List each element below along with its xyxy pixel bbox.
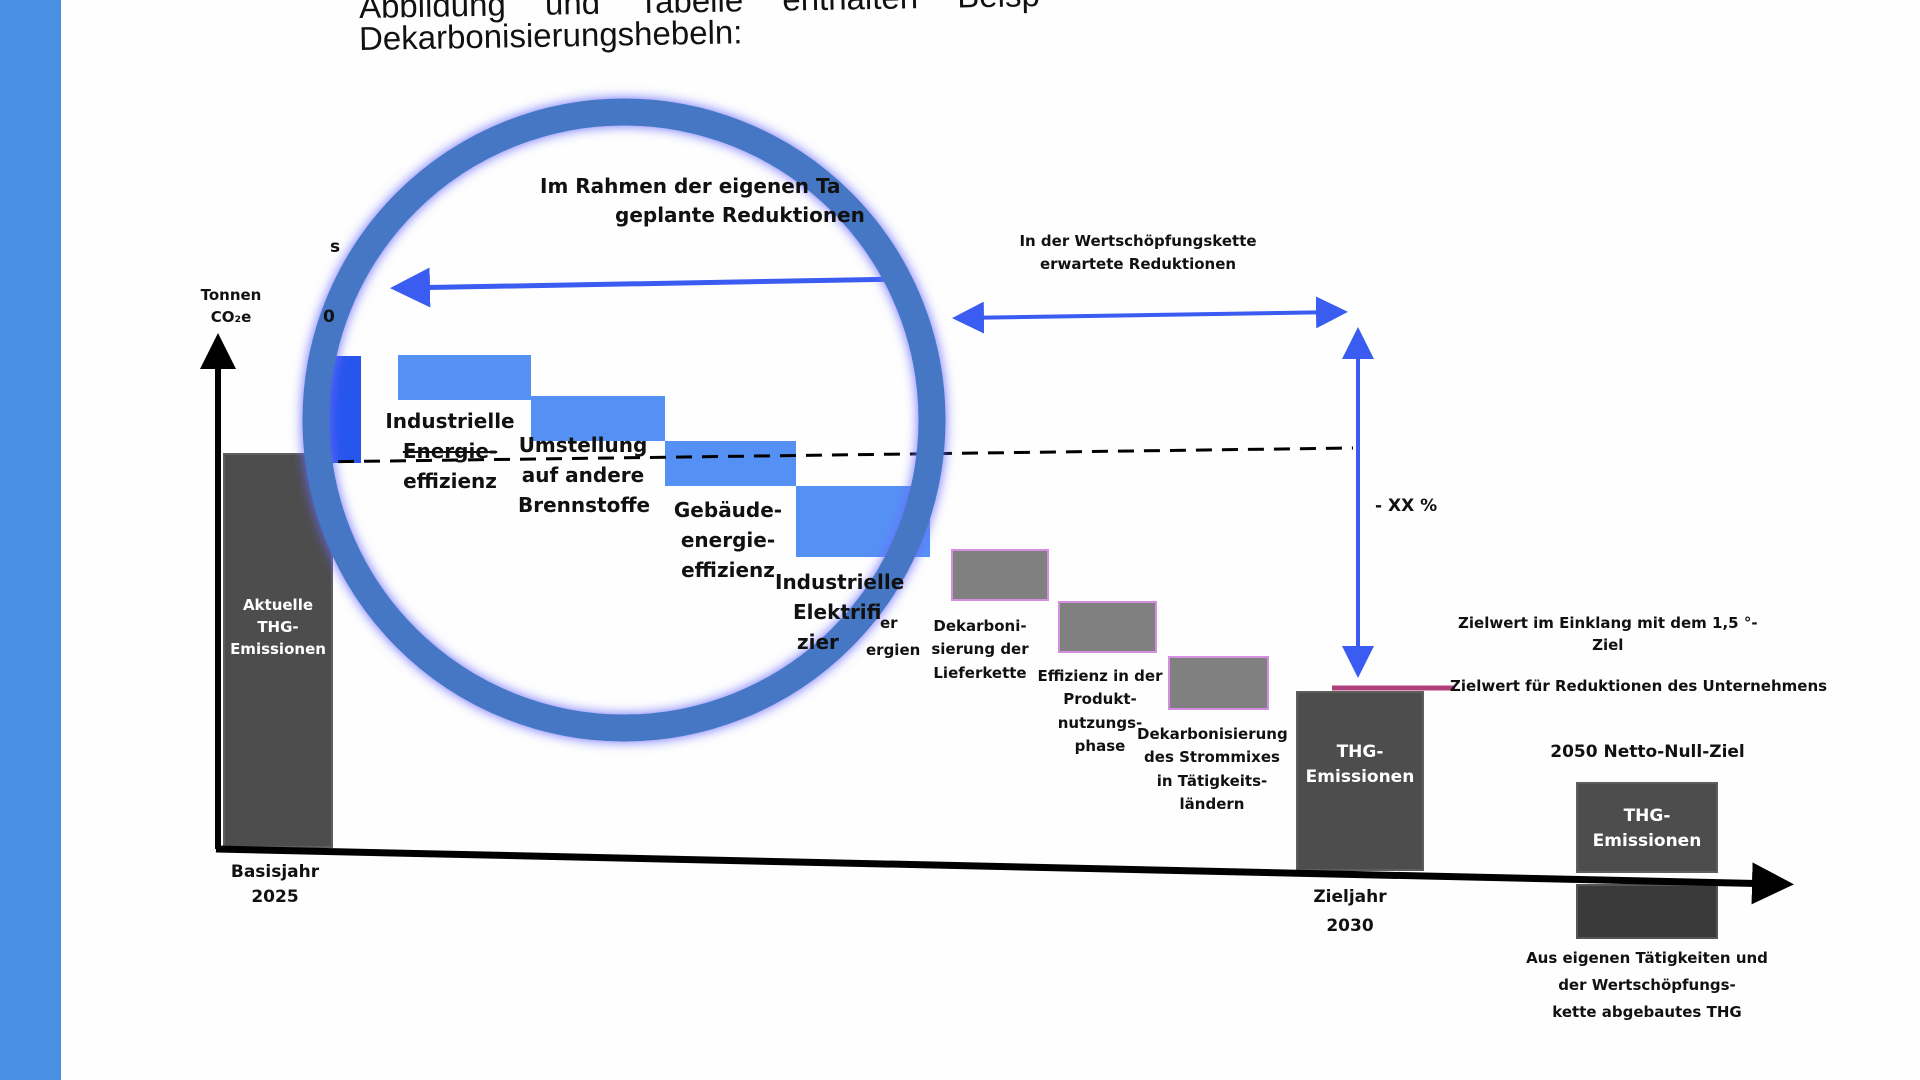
left-window-edge (0, 0, 61, 1080)
reduction-percent-label: - XX % (1375, 496, 1438, 516)
bar-label: Emissionen (1305, 766, 1415, 787)
lever-label-line: Dekarbonisierung (1137, 725, 1288, 743)
lever-label-fragment: ergien (866, 641, 921, 659)
lever-label-line: sierung der (931, 640, 1029, 659)
target-year-line: 2030 (1326, 915, 1374, 936)
bar-label: THG- (1336, 742, 1384, 762)
bar-label: Emissionen (230, 639, 326, 658)
target-15-line: Zielwert im Einklang mit dem 1,5 °- (1458, 614, 1758, 632)
lever-label-line: energie- (680, 528, 776, 552)
bar-label: Emissionen (1592, 830, 1702, 851)
lever-label-line: Elektrifi (793, 600, 882, 624)
baseline-emissions-bar: Aktuelle THG- Emissionen (223, 453, 333, 848)
cut-label-fragment: s (330, 237, 341, 257)
lever-label-line: zier (797, 630, 839, 654)
bar-label: THG- (257, 617, 299, 636)
target-year-line: Zieljahr (1313, 887, 1387, 907)
base-year-line: 2025 (251, 886, 299, 907)
lever-label-industrial-efficiency: Industrielle Energie- effizienz (385, 406, 515, 496)
y-axis-label-line: Tonnen (200, 286, 262, 304)
lever-label-line: Energie- (402, 439, 498, 463)
lever-label-line: phase (1074, 736, 1126, 755)
lever-bar-product-use (1058, 601, 1157, 653)
x-axis (215, 845, 1794, 905)
magnifier-ring (302, 98, 946, 742)
removed-ghg-bar (1576, 884, 1718, 939)
lever-bar-fuel-switch (531, 396, 665, 441)
cut-label-fragment: 0 (323, 307, 335, 327)
lever-label-line: nutzungs- (1057, 713, 1143, 732)
company-target-label: Zielwert für Reduktionen des Unternehmen… (1450, 677, 1828, 695)
lever-label-line: Lieferkette (933, 663, 1027, 682)
bar-label: THG- (1623, 806, 1671, 826)
lever-label-building-efficiency: Gebäude- energie- effizienz (663, 495, 793, 585)
base-year-label: Basisjahr 2025 (225, 860, 325, 909)
own-reductions-label-line1: Im Rahmen der eigenen Ta (540, 174, 841, 198)
lever-label-fuel-switch: Umstellung auf andere Brennstoffe (518, 430, 651, 520)
lever-label-line: auf andere (521, 463, 645, 487)
lever-bar-supply-chain (951, 549, 1049, 601)
netzero-emissions-bar: THG- Emissionen (1576, 782, 1718, 873)
lever-label-line: in Tätigkeits- (1156, 771, 1268, 790)
lever-label-electrification: Industrielle Elektrifi zier (775, 567, 905, 657)
lever-bar-building-efficiency (665, 441, 796, 486)
lever-label-line: Industrielle (385, 409, 515, 433)
own-reductions-arrow (390, 267, 907, 308)
lever-bar-industrial-efficiency (398, 355, 531, 400)
removed-ghg-line: kette abgebautes THG (1552, 1003, 1742, 1021)
lever-label-line: Effizienz in der (1037, 667, 1163, 685)
reference-dashed-line (311, 446, 1354, 464)
value-chain-arrow (952, 296, 1348, 334)
lever-label-line: Industrielle (775, 570, 905, 594)
base-year-line: Basisjahr (230, 862, 320, 882)
value-chain-label-line: In der Wertschöpfungskette (1019, 232, 1257, 250)
own-reductions-label-line2: geplante Reduktionen (615, 203, 865, 227)
lever-label-line: ländern (1179, 794, 1245, 813)
removed-ghg-line: Aus eigenen Tätigkeiten und (1526, 949, 1768, 967)
removed-ghg-label: Aus eigenen Tätigkeiten und der Wertschö… (1512, 945, 1782, 1026)
value-chain-label-line: erwartete Reduktionen (1039, 255, 1237, 274)
netzero-title: 2050 Netto-Null-Ziel (1550, 742, 1745, 762)
lever-label-product-use: Effizienz in der Produkt- nutzungs- phas… (1035, 665, 1165, 758)
lever-label-line: Umstellung (518, 433, 648, 457)
target-15-label: Zielwert im Einklang mit dem 1,5 °- Ziel (1458, 613, 1758, 653)
lever-label-line: effizienz (681, 558, 775, 582)
y-axis-label: Tonnen CO₂e (196, 285, 266, 329)
lever-label-power-mix: Dekarbonisierung des Strommixes in Tätig… (1137, 723, 1288, 816)
target-emissions-bar: THG- Emissionen (1296, 691, 1424, 871)
lever-label-line: Produkt- (1063, 690, 1137, 709)
y-axis-label-line: CO₂e (210, 307, 252, 326)
removed-ghg-line: der Wertschöpfungs- (1558, 976, 1736, 994)
lever-label-line: Gebäude- (673, 498, 783, 522)
target-year-label: Zieljahr 2030 (1300, 883, 1400, 941)
lever-label-fragment: er (880, 614, 898, 632)
bar-label: Aktuelle (242, 596, 314, 614)
lever-label-supply-chain: Dekarboni- sierung der Lieferkette (925, 615, 1035, 685)
target-15-line: Ziel (1592, 635, 1624, 653)
lever-label-line: Brennstoffe (518, 493, 651, 517)
lever-label-line: effizienz (403, 469, 497, 493)
lever-label-line: des Strommixes (1144, 748, 1280, 767)
value-chain-label: In der Wertschöpfungskette erwartete Red… (1018, 230, 1258, 277)
lever-label-line: Dekarboni- (933, 617, 1027, 635)
lever-bar-power-mix (1168, 656, 1269, 710)
